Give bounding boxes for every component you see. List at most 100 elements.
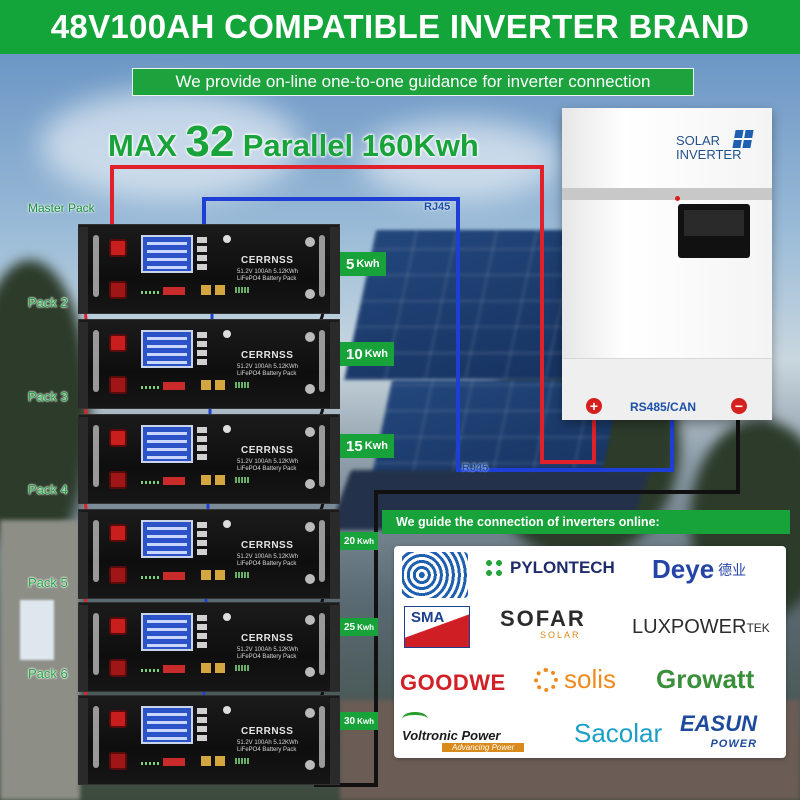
inverter-positive-terminal: + bbox=[586, 398, 602, 414]
goodwe-logo: GOODWE bbox=[400, 670, 506, 696]
handle-icon bbox=[93, 613, 99, 675]
sacolar-logo: Sacolar bbox=[574, 718, 662, 749]
pylontech-dots-icon bbox=[484, 558, 504, 578]
battery-spec-line2: LiFePO4 Battery Pack bbox=[237, 561, 297, 567]
status-led-icon bbox=[141, 762, 159, 765]
rs485-can-label: RS485/CAN bbox=[630, 400, 697, 414]
power-button-icon bbox=[223, 613, 231, 621]
battery-spec-line2: LiFePO4 Battery Pack bbox=[237, 466, 297, 472]
battery-lcd-display bbox=[141, 330, 193, 368]
easun-sub-text: POWER bbox=[710, 738, 758, 750]
comm-led-icon bbox=[235, 382, 249, 388]
dip-switch-icon bbox=[163, 477, 185, 485]
capacity-value: 15 bbox=[346, 437, 363, 455]
battery-lcd-display bbox=[141, 706, 193, 744]
capacity-unit: Kwh bbox=[364, 440, 388, 452]
battery-logo: CERRNSS bbox=[241, 540, 294, 551]
deye-cn-text: 德业 bbox=[718, 561, 747, 578]
capacity-value: 10 bbox=[346, 345, 363, 363]
battery-spec-line1: 51.2V 100Ah 5.12KWh bbox=[237, 364, 299, 370]
rack-ear bbox=[330, 605, 340, 691]
goodwe-text: GOODWE bbox=[400, 670, 506, 695]
inverter-brand-line1: SOLAR bbox=[676, 133, 721, 148]
guide-banner: We guide the connection of inverters onl… bbox=[382, 510, 790, 534]
rack-ear bbox=[78, 417, 88, 503]
power-button-icon bbox=[223, 706, 231, 714]
rack-ear bbox=[78, 605, 88, 691]
inverter-display bbox=[678, 204, 750, 258]
window-logo-icon bbox=[732, 130, 754, 148]
negative-port-icon bbox=[109, 471, 127, 489]
positive-port-icon bbox=[109, 239, 127, 257]
terminal-icon bbox=[305, 479, 315, 489]
terminal-icon bbox=[305, 332, 315, 342]
handle-icon bbox=[319, 235, 325, 297]
terminal-icon bbox=[305, 522, 315, 532]
luxpower-logo: LUXPOWER TEK bbox=[632, 616, 770, 639]
sma-logo: SMA bbox=[404, 606, 470, 648]
status-led-icon bbox=[141, 386, 159, 389]
battery-spec-line2: LiFePO4 Battery Pack bbox=[237, 276, 297, 282]
dip-switch-icon bbox=[163, 665, 185, 673]
terminal-icon bbox=[305, 615, 315, 625]
terminal-icon bbox=[305, 427, 315, 437]
subtitle-text: We provide on-line one-to-one guidance f… bbox=[175, 72, 651, 91]
battery-buttons bbox=[197, 615, 207, 649]
rack-ear bbox=[330, 512, 340, 598]
power-button-icon bbox=[223, 330, 231, 338]
battery-spec-line2: LiFePO4 Battery Pack bbox=[237, 747, 297, 753]
luxpower-text: LUXPOWER bbox=[632, 616, 747, 638]
sofar-logo: SOFAR SOLAR bbox=[500, 608, 586, 641]
comm-led-icon bbox=[235, 758, 249, 764]
capacity-value: 20 bbox=[344, 535, 356, 547]
voltronic-sub-text: Advancing Power bbox=[442, 743, 525, 752]
comm-led-icon bbox=[235, 287, 249, 293]
growatt-logo: Growatt bbox=[656, 664, 754, 695]
handle-icon bbox=[93, 235, 99, 297]
voltronic-logo: Voltronic Power Advancing Power bbox=[402, 712, 525, 752]
inverter-negative-terminal: − bbox=[731, 398, 747, 414]
negative-port-icon bbox=[109, 659, 127, 677]
inverter-brand-line2: INVERTER bbox=[676, 147, 742, 162]
negative-port-icon bbox=[109, 752, 127, 770]
terminal-icon bbox=[305, 667, 315, 677]
battery-buttons bbox=[197, 708, 207, 742]
pack-label: Pack 3 bbox=[28, 389, 68, 404]
battery-lcd-display bbox=[141, 425, 193, 463]
solis-logo: solis bbox=[534, 664, 616, 695]
positive-port-icon bbox=[109, 710, 127, 728]
sacolar-text: Sacolar bbox=[574, 718, 663, 748]
subtitle-banner: We provide on-line one-to-one guidance f… bbox=[132, 68, 694, 96]
pylontech-text: PYLONTECH bbox=[510, 558, 615, 577]
rj45-cable-inverter bbox=[202, 197, 674, 472]
inverter-led-icon bbox=[675, 196, 680, 201]
dip-switch-icon bbox=[163, 758, 185, 766]
inverter-brand: SOLAR INVERTER bbox=[676, 134, 766, 162]
handle-icon bbox=[319, 520, 325, 582]
capacity-unit: Kwh bbox=[364, 348, 388, 360]
capacity-unit: Kwh bbox=[356, 258, 380, 270]
terminal-icon bbox=[305, 289, 315, 299]
capacity-value: 25 bbox=[344, 621, 356, 633]
comm-led-icon bbox=[235, 477, 249, 483]
battery-buttons bbox=[197, 237, 207, 271]
voltronic-text: Voltronic Power bbox=[402, 728, 501, 743]
battery-spec-line1: 51.2V 100Ah 5.12KWh bbox=[237, 269, 299, 275]
dip-switch-icon bbox=[163, 287, 185, 295]
pylontech-logo: PYLONTECH bbox=[484, 558, 615, 578]
rack-ear bbox=[78, 227, 88, 313]
rj45-port-icon bbox=[201, 380, 225, 390]
battery-logo: CERRNSS bbox=[241, 633, 294, 644]
handle-icon bbox=[319, 330, 325, 392]
comm-led-icon bbox=[235, 665, 249, 671]
master-pack-label: Master Pack bbox=[28, 201, 95, 215]
